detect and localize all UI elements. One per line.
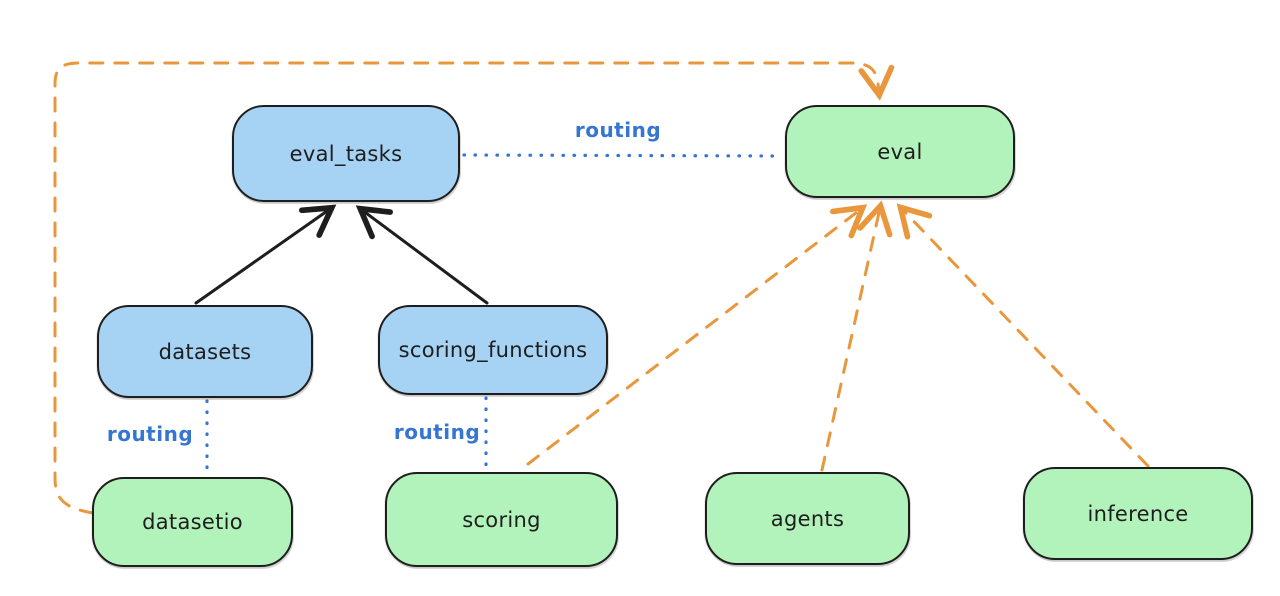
node-inference-label: inference xyxy=(1087,501,1189,526)
node-eval: eval xyxy=(785,105,1015,198)
node-agents-label: agents xyxy=(770,506,845,531)
edge-label-routing-left: routing xyxy=(106,422,194,446)
edge-datasets-to-eval-tasks xyxy=(194,204,337,305)
node-eval-tasks: eval_tasks xyxy=(232,105,460,202)
node-datasetio-label: datasetio xyxy=(142,510,243,534)
node-inference: inference xyxy=(1023,467,1253,560)
node-eval-label: eval xyxy=(877,139,923,164)
node-scoring-functions: scoring_functions xyxy=(378,305,608,395)
edge-routing-eval-tasks-eval xyxy=(462,153,784,158)
edge-label-routing-top: routing xyxy=(574,118,662,142)
edge-agents-to-eval xyxy=(820,200,893,472)
node-scoring: scoring xyxy=(385,472,618,567)
node-eval-tasks-label: eval_tasks xyxy=(289,141,403,166)
node-datasets: datasets xyxy=(97,305,313,398)
node-scoring-functions-label: scoring_functions xyxy=(398,338,588,362)
node-datasetio: datasetio xyxy=(92,477,293,567)
node-datasets-label: datasets xyxy=(158,339,252,364)
edge-label-routing-middle: routing xyxy=(393,420,481,444)
edge-inference-to-eval xyxy=(896,203,1150,468)
node-scoring-label: scoring xyxy=(462,507,541,532)
node-agents: agents xyxy=(705,472,910,565)
edge-scoring-functions-to-eval-tasks xyxy=(355,205,489,305)
